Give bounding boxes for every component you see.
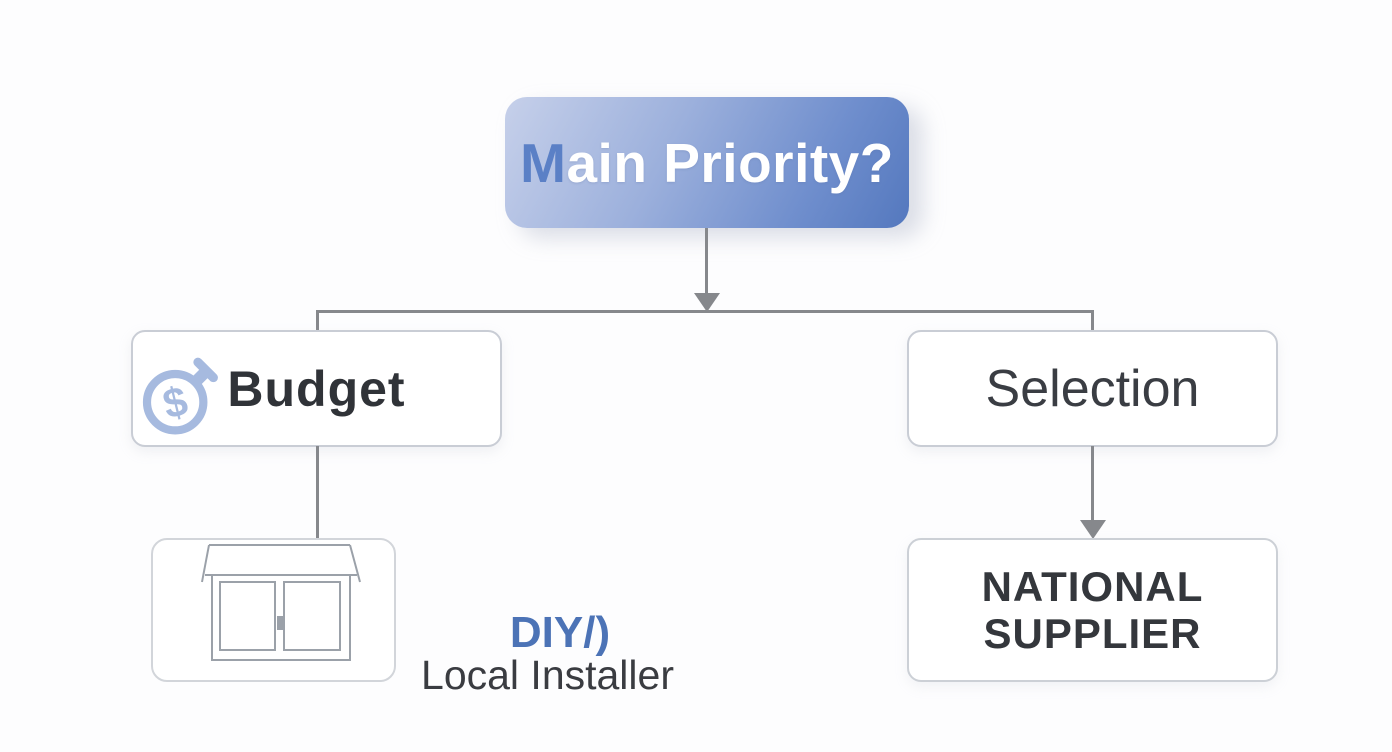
stopwatch-dollar-icon: $ (142, 357, 218, 435)
connector-budget-to-window (316, 446, 319, 539)
connector-split-left-drop (316, 310, 319, 331)
node-selection: Selection (907, 330, 1278, 447)
node-window-illustration (151, 538, 396, 682)
node-selection-label: Selection (985, 359, 1200, 418)
node-national-supplier: NATIONAL SUPPLIER (907, 538, 1278, 682)
connector-split-right-drop (1091, 310, 1094, 331)
node-national-supplier-line2: SUPPLIER (983, 610, 1202, 657)
arrowhead-supplier-icon (1080, 520, 1106, 539)
connector-root-stem (705, 228, 708, 296)
node-main-priority-label-highlight: M (520, 131, 567, 194)
arrowhead-root-icon (694, 293, 720, 312)
dollar-glyph: $ (158, 377, 192, 428)
connector-selection-to-supplier (1091, 446, 1094, 522)
node-national-supplier-line1: NATIONAL (981, 562, 1204, 610)
label-local-installer: Local Installer (421, 652, 674, 698)
connector-split-bar (316, 310, 1094, 313)
node-budget: $ Budget (131, 330, 502, 447)
label-diy: DIY/) (509, 608, 611, 657)
node-budget-label: Budget (227, 360, 406, 417)
window-awning-icon (201, 544, 361, 661)
node-main-priority-label: ain Priority? (566, 131, 894, 194)
